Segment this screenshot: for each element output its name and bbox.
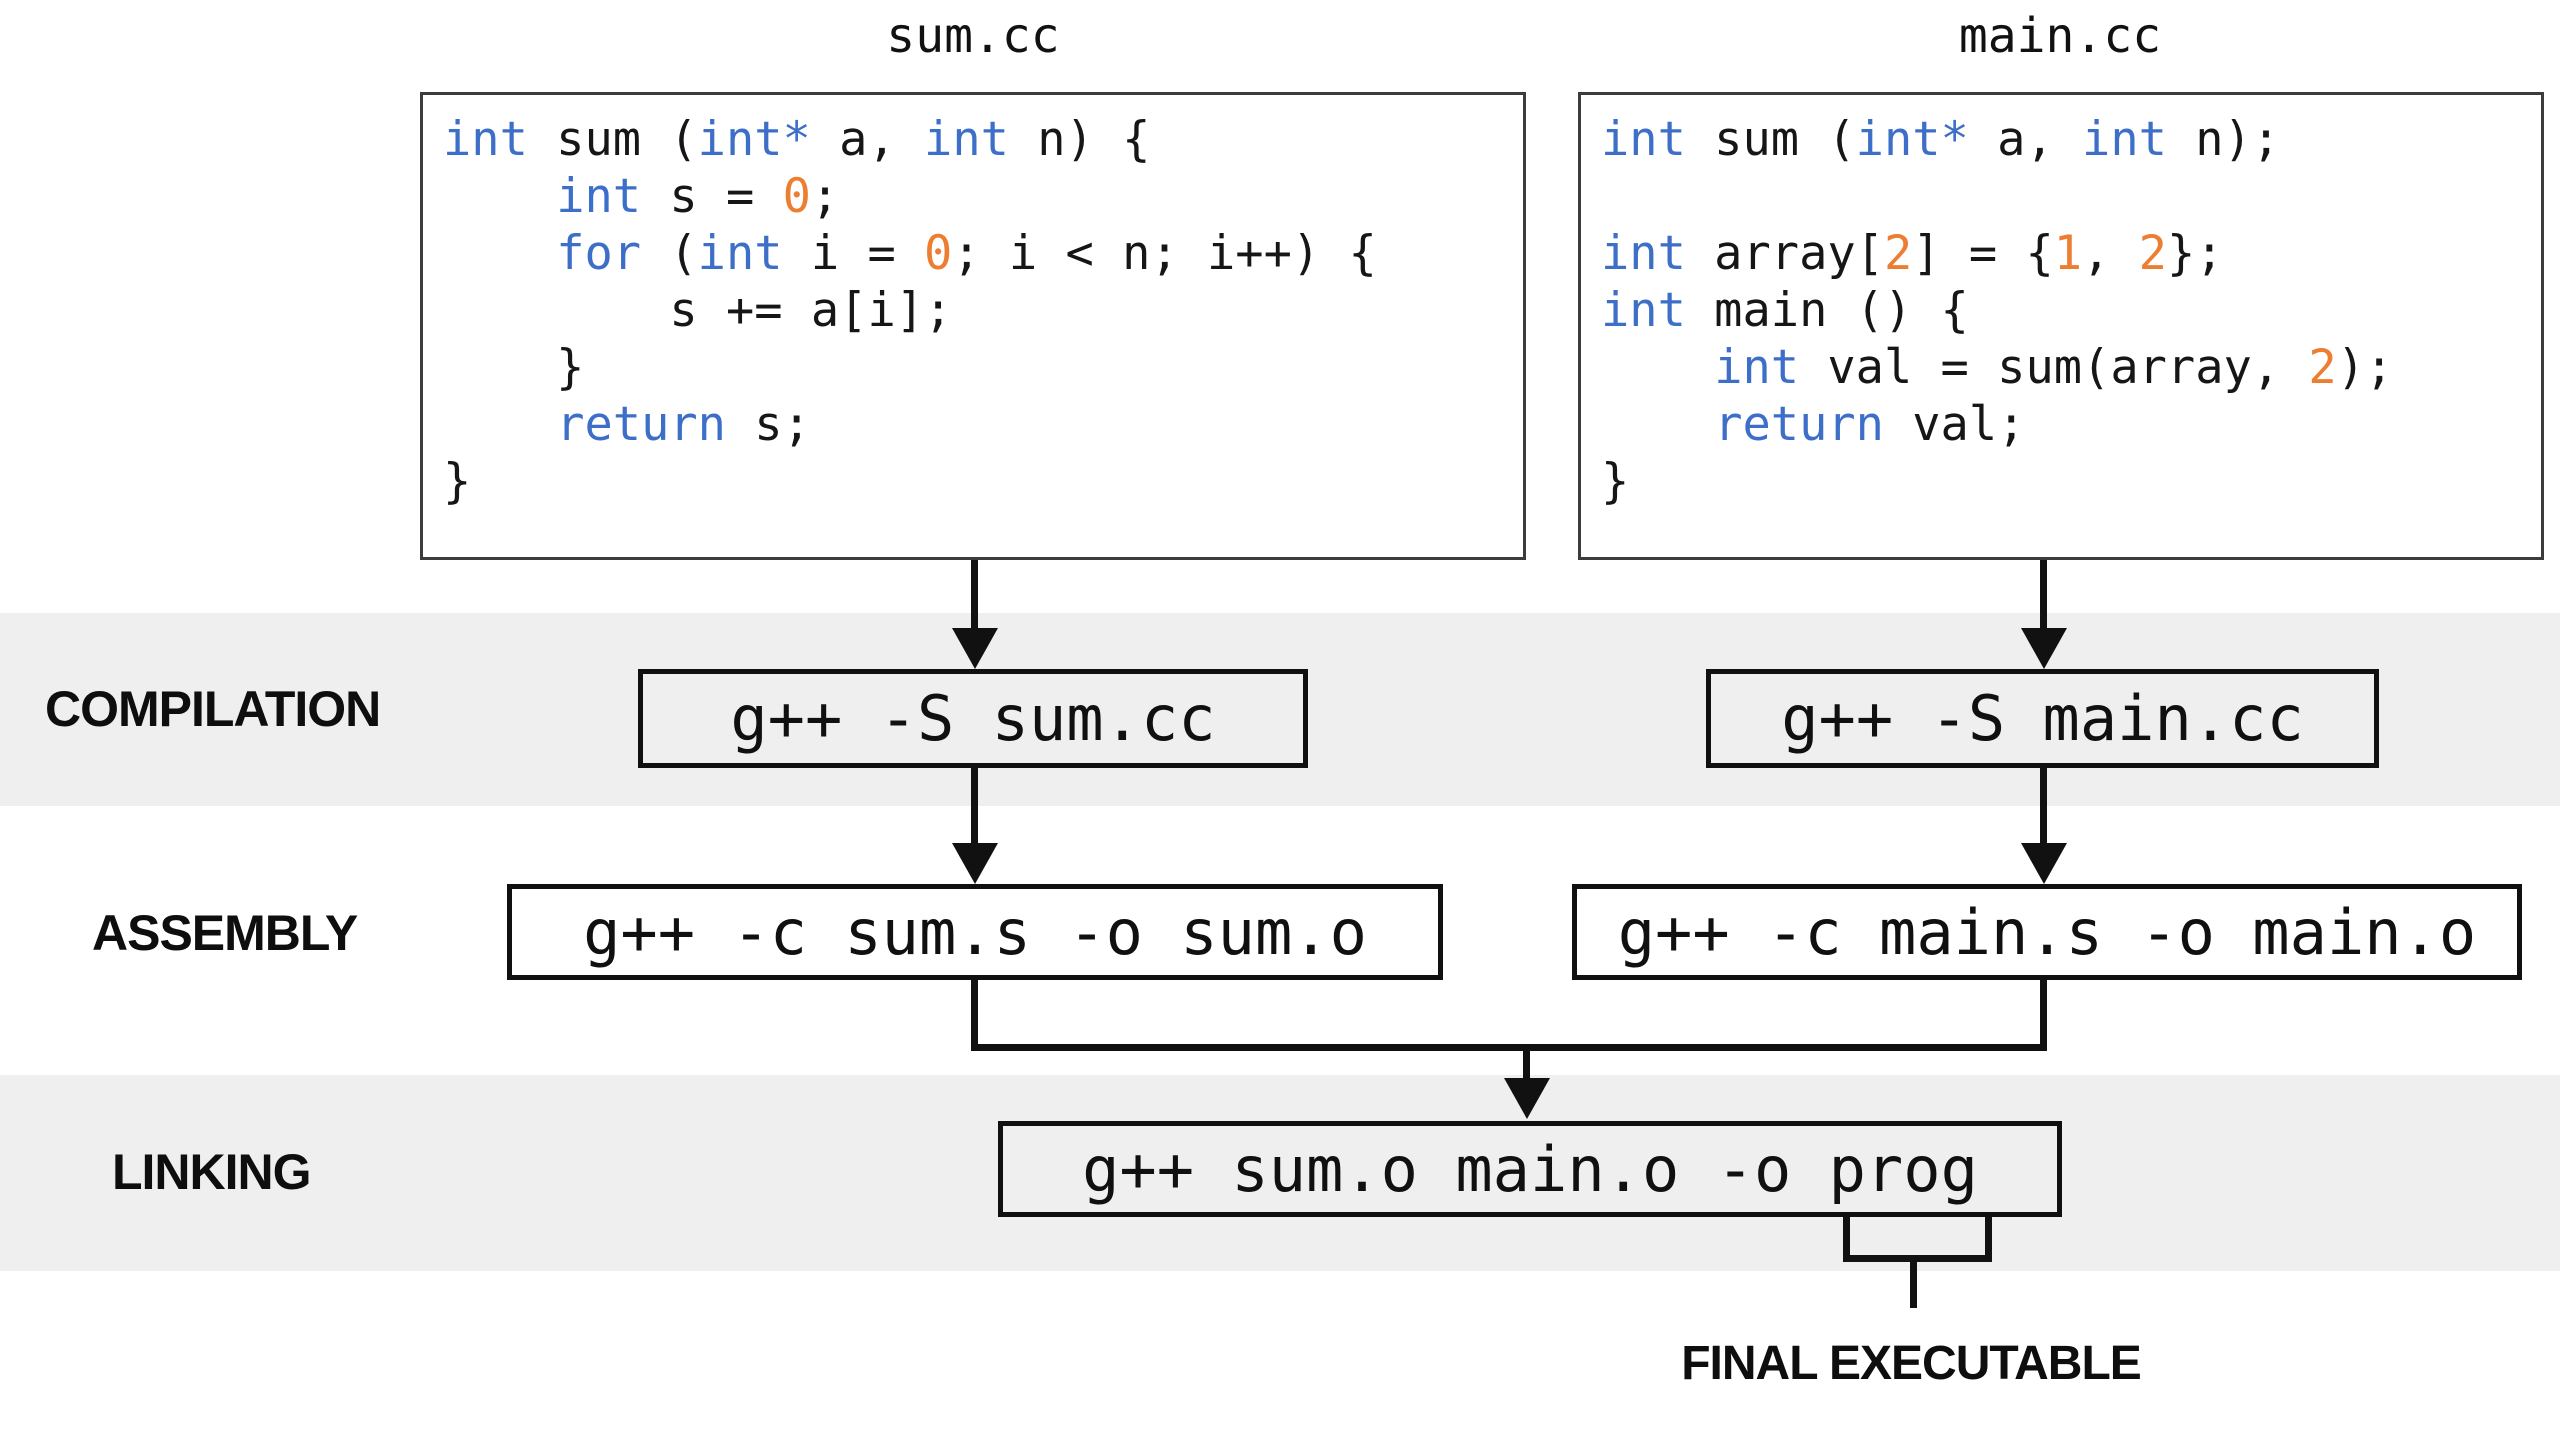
cmd-box-assemble-main: g++ -c main.s -o main.o xyxy=(1572,884,2522,980)
code-line: for (int i = 0; i < n; i++) { xyxy=(443,225,1523,282)
code-token-pl: ; xyxy=(810,169,840,224)
bracket-stem-line xyxy=(1910,1262,1917,1308)
connector-compile-to-assemble-sum xyxy=(971,768,978,844)
code-line: int sum (int* a, int n) { xyxy=(443,111,1523,168)
connector-main-source-to-compile xyxy=(2040,560,2047,630)
code-token-num: 0 xyxy=(782,169,811,224)
code-token-pl: array[ xyxy=(1685,226,1884,281)
code-token-num: 1 xyxy=(2053,226,2083,281)
code-line: return val; xyxy=(1601,396,2541,453)
code-line xyxy=(1601,168,2541,225)
bracket-right-line xyxy=(1985,1217,1992,1262)
code-token-pl xyxy=(1601,397,1714,452)
code-token-kw: int xyxy=(443,112,528,167)
cmd-box-link: g++ sum.o main.o -o prog xyxy=(998,1121,2062,1217)
code-token-pl: sum ( xyxy=(1685,112,1856,167)
code-token-pl: , xyxy=(2082,226,2139,281)
code-token-pl: } xyxy=(1601,454,1630,509)
linking-stage-band xyxy=(0,1075,2560,1271)
stage-label-assembly: ASSEMBLY xyxy=(92,905,358,961)
code-token-kw: for xyxy=(556,226,642,281)
cmd-box-compile-sum: g++ -S sum.cc xyxy=(638,669,1308,768)
code-token-pl xyxy=(443,226,556,281)
code-token-pl xyxy=(1601,340,1714,395)
connector-merge-to-link xyxy=(1523,1044,1530,1080)
stage-label-linking: LINKING xyxy=(112,1144,312,1200)
code-token-pl: }; xyxy=(2166,226,2224,281)
stage-label-compilation: COMPILATION xyxy=(45,681,381,737)
code-token-kw: int xyxy=(697,226,783,281)
code-line: int val = sum(array, 2); xyxy=(1601,339,2541,396)
arrowhead-down-icon xyxy=(952,843,998,884)
connector-compile-to-assemble-main xyxy=(2040,768,2047,844)
code-token-pl: } xyxy=(443,340,585,395)
connector-assemble-sum-down xyxy=(971,980,978,1048)
code-token-kw: int xyxy=(1714,340,1800,395)
code-token-kw: int xyxy=(1601,226,1686,281)
code-token-pl xyxy=(443,397,556,452)
code-token-kw: int* xyxy=(697,112,811,167)
bracket-left-line xyxy=(1843,1217,1850,1262)
code-token-kw: int xyxy=(1601,112,1686,167)
code-line: int main () { xyxy=(1601,282,2541,339)
code-token-pl xyxy=(443,169,556,224)
arrowhead-down-icon xyxy=(2021,628,2067,669)
code-line: int s = 0; xyxy=(443,168,1523,225)
code-line: } xyxy=(443,453,1523,510)
bracket-bottom-line xyxy=(1843,1255,1992,1262)
code-token-kw: return xyxy=(556,397,726,452)
code-line: int sum (int* a, int n); xyxy=(1601,111,2541,168)
code-token-pl: val; xyxy=(1883,397,2026,452)
code-token-pl: s; xyxy=(725,397,811,452)
cmd-box-assemble-sum: g++ -c sum.s -o sum.o xyxy=(507,884,1443,980)
code-token-pl: n) { xyxy=(1008,112,1151,167)
connector-merge-horizontal xyxy=(971,1044,2047,1051)
compilation-stage-band xyxy=(0,613,2560,806)
arrowhead-down-icon xyxy=(1504,1078,1550,1119)
code-token-pl: main () { xyxy=(1685,283,1969,338)
code-box-sum: int sum (int* a, int n) { int s = 0; for… xyxy=(420,92,1526,560)
code-token-num: 2 xyxy=(2308,340,2337,395)
code-token-kw: int xyxy=(2082,112,2167,167)
connector-assemble-main-down xyxy=(2040,980,2047,1048)
code-token-num: 2 xyxy=(2138,226,2167,281)
code-token-num: 2 xyxy=(1883,226,1913,281)
code-box-main: int sum (int* a, int n); int array[2] = … xyxy=(1578,92,2544,560)
code-token-pl: } xyxy=(443,454,472,509)
code-token-pl: s += a[i]; xyxy=(443,283,953,338)
code-token-pl: a, xyxy=(810,112,925,167)
code-line: s += a[i]; xyxy=(443,282,1523,339)
cmd-box-compile-main: g++ -S main.cc xyxy=(1706,669,2379,768)
file-title-sum: sum.cc xyxy=(886,8,1060,64)
code-token-num: 0 xyxy=(924,226,953,281)
code-line: } xyxy=(443,339,1523,396)
code-token-pl: sum ( xyxy=(527,112,698,167)
code-token-pl: s = xyxy=(641,169,783,224)
code-line: } xyxy=(1601,453,2541,510)
code-token-pl: i = xyxy=(782,226,925,281)
code-token-kw: return xyxy=(1714,397,1884,452)
final-executable-label: FINAL EXECUTABLE xyxy=(1681,1337,2142,1390)
code-token-pl: a, xyxy=(1968,112,2083,167)
arrowhead-down-icon xyxy=(2021,843,2067,884)
code-token-pl: val = sum(array, xyxy=(1799,340,2309,395)
file-title-main: main.cc xyxy=(1958,8,2162,64)
code-token-pl: ); xyxy=(2336,340,2394,395)
code-token-kw: int xyxy=(1601,283,1686,338)
arrowhead-down-icon xyxy=(952,628,998,669)
code-token-kw: int xyxy=(556,169,642,224)
code-token-pl: n); xyxy=(2166,112,2281,167)
code-line: return s; xyxy=(443,396,1523,453)
connector-sum-source-to-compile xyxy=(971,560,978,630)
code-line: int array[2] = {1, 2}; xyxy=(1601,225,2541,282)
code-token-pl: ; i < n; i++) { xyxy=(952,226,1377,281)
code-token-pl: ] = { xyxy=(1912,226,2054,281)
code-token-kw: int xyxy=(924,112,1009,167)
code-token-pl: ( xyxy=(641,226,698,281)
code-token-kw: int* xyxy=(1855,112,1969,167)
